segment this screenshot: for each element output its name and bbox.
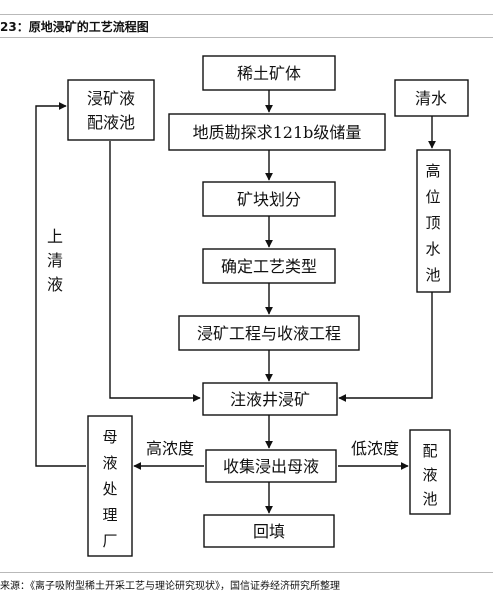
node-high-tank: 高 位 顶 水 池 bbox=[416, 149, 451, 293]
header-top-rule bbox=[0, 14, 493, 15]
figure-title: 23：原地浸矿的工艺流程图 bbox=[0, 20, 149, 34]
svg-text:母: 母 bbox=[102, 428, 117, 446]
svg-text:上: 上 bbox=[47, 227, 63, 246]
svg-text:确定工艺类型: 确定工艺类型 bbox=[221, 257, 317, 276]
node-injection-leach: 注液井浸矿 bbox=[202, 382, 338, 416]
footer-rule bbox=[0, 572, 493, 573]
svg-text:地质勘探求121b级储量: 地质勘探求121b级储量 bbox=[193, 123, 362, 142]
node-geo-survey: 地质勘探求121b级储量 bbox=[168, 113, 386, 151]
svg-text:厂: 厂 bbox=[102, 532, 117, 550]
node-process-type: 确定工艺类型 bbox=[202, 248, 336, 284]
svg-text:水: 水 bbox=[425, 240, 440, 258]
svg-text:处: 处 bbox=[102, 480, 117, 498]
svg-text:收集浸出母液: 收集浸出母液 bbox=[223, 457, 319, 476]
label-supernatant: 上 清 液 bbox=[47, 227, 63, 294]
svg-text:配: 配 bbox=[422, 442, 437, 460]
svg-text:清: 清 bbox=[47, 251, 63, 270]
label-high-concentration: 高浓度 bbox=[146, 439, 194, 458]
source-note: 来源：《离子吸附型稀土开采工艺与理论研究现状》，国信证券经济研究所整理 bbox=[0, 581, 340, 592]
node-ore-block-division: 矿块划分 bbox=[202, 181, 336, 217]
label-low-concentration: 低浓度 bbox=[351, 439, 399, 458]
svg-text:液: 液 bbox=[102, 454, 117, 472]
svg-text:位: 位 bbox=[425, 188, 440, 206]
svg-text:清水: 清水 bbox=[415, 89, 447, 108]
svg-text:配液池: 配液池 bbox=[87, 113, 135, 132]
arrow-pool-to-injection bbox=[109, 141, 201, 402]
arrow-plant-to-pool bbox=[35, 102, 86, 467]
svg-text:浸矿工程与收液工程: 浸矿工程与收液工程 bbox=[197, 324, 341, 343]
svg-text:矿块划分: 矿块划分 bbox=[237, 190, 301, 209]
svg-text:浸矿液: 浸矿液 bbox=[87, 89, 135, 108]
node-backfill: 回填 bbox=[203, 514, 335, 548]
node-leach-liquid-pool: 浸矿液 配液池 bbox=[67, 79, 155, 141]
header-bottom-rule bbox=[0, 37, 493, 38]
svg-text:液: 液 bbox=[47, 275, 63, 294]
svg-text:理: 理 bbox=[102, 506, 117, 524]
svg-text:稀土矿体: 稀土矿体 bbox=[237, 64, 301, 83]
svg-text:液: 液 bbox=[422, 466, 437, 484]
svg-text:池: 池 bbox=[422, 490, 437, 508]
connectors bbox=[35, 90, 436, 514]
svg-text:顶: 顶 bbox=[425, 214, 440, 232]
node-rare-earth-body: 稀土矿体 bbox=[202, 55, 336, 91]
svg-text:池: 池 bbox=[425, 266, 440, 284]
node-mixing-pool: 配 液 池 bbox=[409, 429, 451, 515]
node-mother-liquor-plant: 母 液 处 理 厂 bbox=[87, 415, 133, 557]
svg-text:注液井浸矿: 注液井浸矿 bbox=[230, 390, 310, 409]
svg-text:高: 高 bbox=[425, 162, 440, 180]
figure-header: 23：原地浸矿的工艺流程图 bbox=[0, 0, 493, 38]
arrow-tank-to-injection bbox=[338, 292, 433, 402]
svg-text:回填: 回填 bbox=[253, 522, 285, 541]
node-collect-mother-liquor: 收集浸出母液 bbox=[205, 449, 337, 483]
node-clear-water: 清水 bbox=[394, 79, 469, 117]
node-leach-collect-works: 浸矿工程与收液工程 bbox=[178, 315, 360, 351]
